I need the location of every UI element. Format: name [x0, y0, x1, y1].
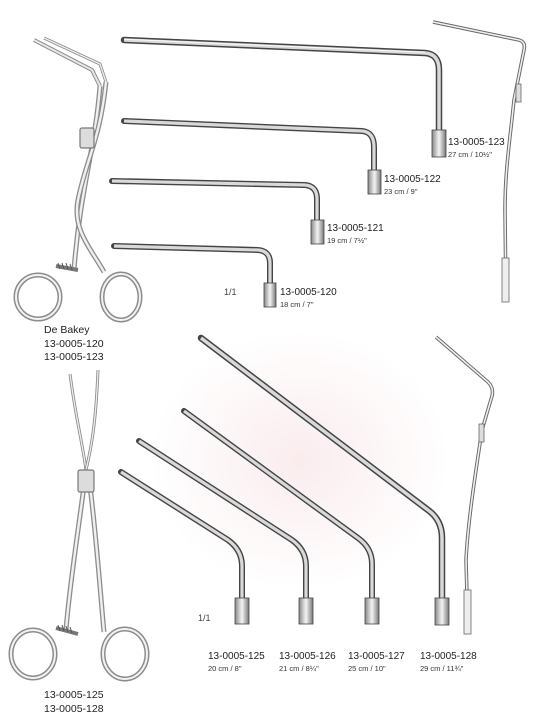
item-size-label: 19 cm / 7½" [327, 236, 367, 245]
jaw-13-0005-121 [109, 178, 325, 245]
item-size-label: 27 cm / 10½" [448, 150, 492, 159]
item-size-label: 21 cm / 8¼" [279, 664, 319, 673]
item-size-label: 23 cm / 9" [384, 187, 418, 196]
jaw-13-0005-128 [197, 334, 450, 626]
jaw-13-0005-123 [120, 36, 447, 158]
item-code-label: 13-0005-123 [448, 137, 505, 148]
clamp-code-caption: 13-0005-125 [44, 689, 104, 701]
clamp-code-caption: 13-0005-128 [44, 703, 104, 715]
jaw-13-0005-126 [136, 438, 314, 625]
item-size-label: 20 cm / 8" [208, 664, 242, 673]
item-size-label: 18 cm / 7" [280, 300, 314, 309]
jaw-13-0005-122 [121, 118, 382, 195]
item-code-label: 13-0005-126 [279, 651, 336, 662]
item-code-label: 13-0005-127 [348, 651, 405, 662]
jaw-13-0005-120 [111, 243, 277, 308]
profile-view-bottom [434, 335, 495, 635]
scale-note: 1/1 [198, 613, 211, 623]
profile-view-top [432, 20, 527, 303]
jaw-13-0005-125 [118, 469, 250, 625]
clamp-code-caption: 13-0005-120 [44, 338, 104, 350]
item-code-label: 13-0005-122 [384, 174, 441, 185]
clamp-code-caption: 13-0005-123 [44, 351, 104, 363]
item-code-label: 13-0005-125 [208, 651, 265, 662]
item-code-label: 13-0005-121 [327, 223, 384, 234]
item-size-label: 29 cm / 11¾" [420, 664, 464, 673]
item-code-label: 13-0005-128 [420, 651, 477, 662]
item-code-label: 13-0005-120 [280, 287, 337, 298]
item-size-label: 25 cm / 10" [348, 664, 386, 673]
clamp-top [13, 36, 143, 323]
jaw-13-0005-127 [181, 408, 380, 625]
clamp-bottom [8, 369, 150, 682]
clamp-name-caption: De Bakey [44, 324, 90, 336]
scale-note: 1/1 [224, 287, 237, 297]
